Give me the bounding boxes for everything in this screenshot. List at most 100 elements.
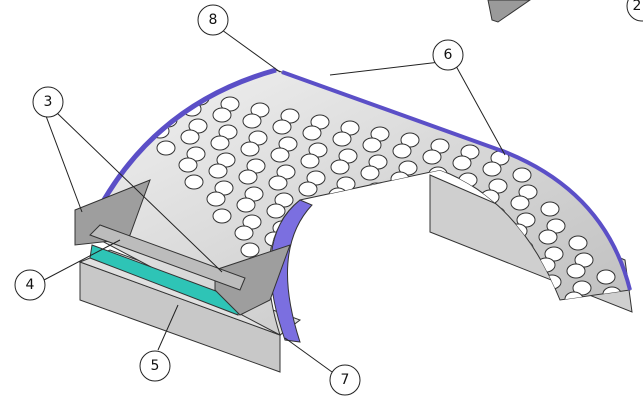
perforation-hole <box>396 188 416 204</box>
perforation-hole <box>440 323 460 335</box>
perforated-plate <box>89 67 643 374</box>
perforation-hole <box>266 203 286 219</box>
perforation-hole <box>180 129 200 145</box>
perforation-hole <box>212 208 232 224</box>
perforation-hole <box>392 244 412 260</box>
perforation-hole <box>480 290 500 306</box>
perforation-hole <box>591 354 609 368</box>
edge-band-front <box>89 67 277 224</box>
perforation-hole <box>122 89 142 105</box>
bracket-right <box>214 244 291 316</box>
perforation-hole <box>362 137 382 153</box>
perforation-hole <box>444 267 464 283</box>
perforation-hole <box>300 153 320 169</box>
perforation-hole <box>448 312 468 328</box>
perforation-hole <box>442 295 462 311</box>
perforation-hole <box>322 271 342 287</box>
perforation-hole <box>508 324 528 335</box>
perforation-hole <box>450 284 470 300</box>
perforation-hole <box>394 216 414 232</box>
svg-text:7: 7 <box>341 372 350 388</box>
perforation-hole <box>531 342 549 356</box>
perforation-hole <box>328 288 348 304</box>
edge-band-back <box>499 148 632 291</box>
perforation-hole <box>294 237 314 253</box>
perforation-hole <box>236 197 256 213</box>
perforation-hole <box>384 255 404 271</box>
perforation-hole <box>130 78 150 94</box>
perforation-hole <box>358 193 378 209</box>
perforation-hole <box>452 155 472 171</box>
svg-text:2: 2 <box>633 0 642 14</box>
perforation-hole <box>504 279 524 295</box>
perforation-hole <box>100 72 120 88</box>
perforation-hole <box>534 285 554 301</box>
callout-4: 4 <box>14 269 46 301</box>
perforation-hole <box>330 159 350 175</box>
perforation-hole <box>502 307 522 323</box>
perforation-hole <box>416 233 436 249</box>
perforation-hole <box>600 314 620 330</box>
perforation-hole <box>621 360 639 374</box>
perforation-hole <box>206 191 226 207</box>
perforation-hole <box>350 305 370 321</box>
perforation-hole <box>538 330 558 335</box>
perforation-hole <box>362 238 382 254</box>
perforation-hole <box>380 311 400 327</box>
perforation-hole <box>184 174 204 190</box>
perforation-hole <box>128 106 148 122</box>
perforation-hole <box>320 299 340 315</box>
edge-band-inner <box>270 199 313 343</box>
perforation-hole <box>332 232 352 248</box>
perforation-hole <box>410 317 430 333</box>
perforation-hole <box>390 272 410 288</box>
perforation-hole <box>422 149 442 165</box>
perforation-hole <box>569 337 587 351</box>
perforation-hole <box>622 331 630 335</box>
callout-8: 8 <box>197 4 229 36</box>
perforation-hole <box>482 262 502 278</box>
svg-text:4: 4 <box>26 277 35 293</box>
perforation-hole <box>298 181 318 197</box>
perforation-hole <box>326 215 346 231</box>
perforation-hole <box>352 277 372 293</box>
perforation-hole <box>596 269 616 285</box>
perforation-hole <box>300 254 320 270</box>
perforation-hole <box>472 301 492 317</box>
perforation-hole <box>328 187 348 203</box>
perforation-hole <box>482 161 502 177</box>
perforation-hole <box>332 131 352 147</box>
perforation-hole <box>599 343 617 357</box>
perforation-hole <box>420 278 440 294</box>
perforation-hole <box>568 235 588 251</box>
perforation-hole <box>330 260 350 276</box>
perforation-hole <box>334 204 354 220</box>
perforation-hole <box>592 325 612 335</box>
perforation-hole <box>298 282 318 298</box>
perforation-hole <box>242 113 262 129</box>
perforation-hole <box>178 157 198 173</box>
perforation-hole <box>268 175 288 191</box>
perforation-hole <box>240 242 260 258</box>
perforation-hole <box>631 321 643 335</box>
perforation-hole <box>540 201 560 217</box>
perforation-hole <box>356 221 376 237</box>
adjacent-part <box>487 0 531 23</box>
edge-band-center <box>281 70 506 154</box>
perforation-hole <box>510 296 530 312</box>
perforation-hole <box>360 266 380 282</box>
perforation-hole <box>562 319 582 335</box>
perforation-hole <box>501 336 519 350</box>
bracket-bar <box>89 224 246 291</box>
perforation-hole <box>302 226 322 242</box>
perforation-hole <box>238 169 258 185</box>
callout-6: 6 <box>432 39 464 71</box>
perforation-hole <box>418 306 438 322</box>
perforation-hole <box>478 318 498 334</box>
perforation-hole <box>570 308 590 324</box>
perforation-hole <box>212 107 232 123</box>
perforation-hole <box>292 265 312 281</box>
perforation-hole <box>272 119 292 135</box>
svg-text:6: 6 <box>444 47 453 63</box>
